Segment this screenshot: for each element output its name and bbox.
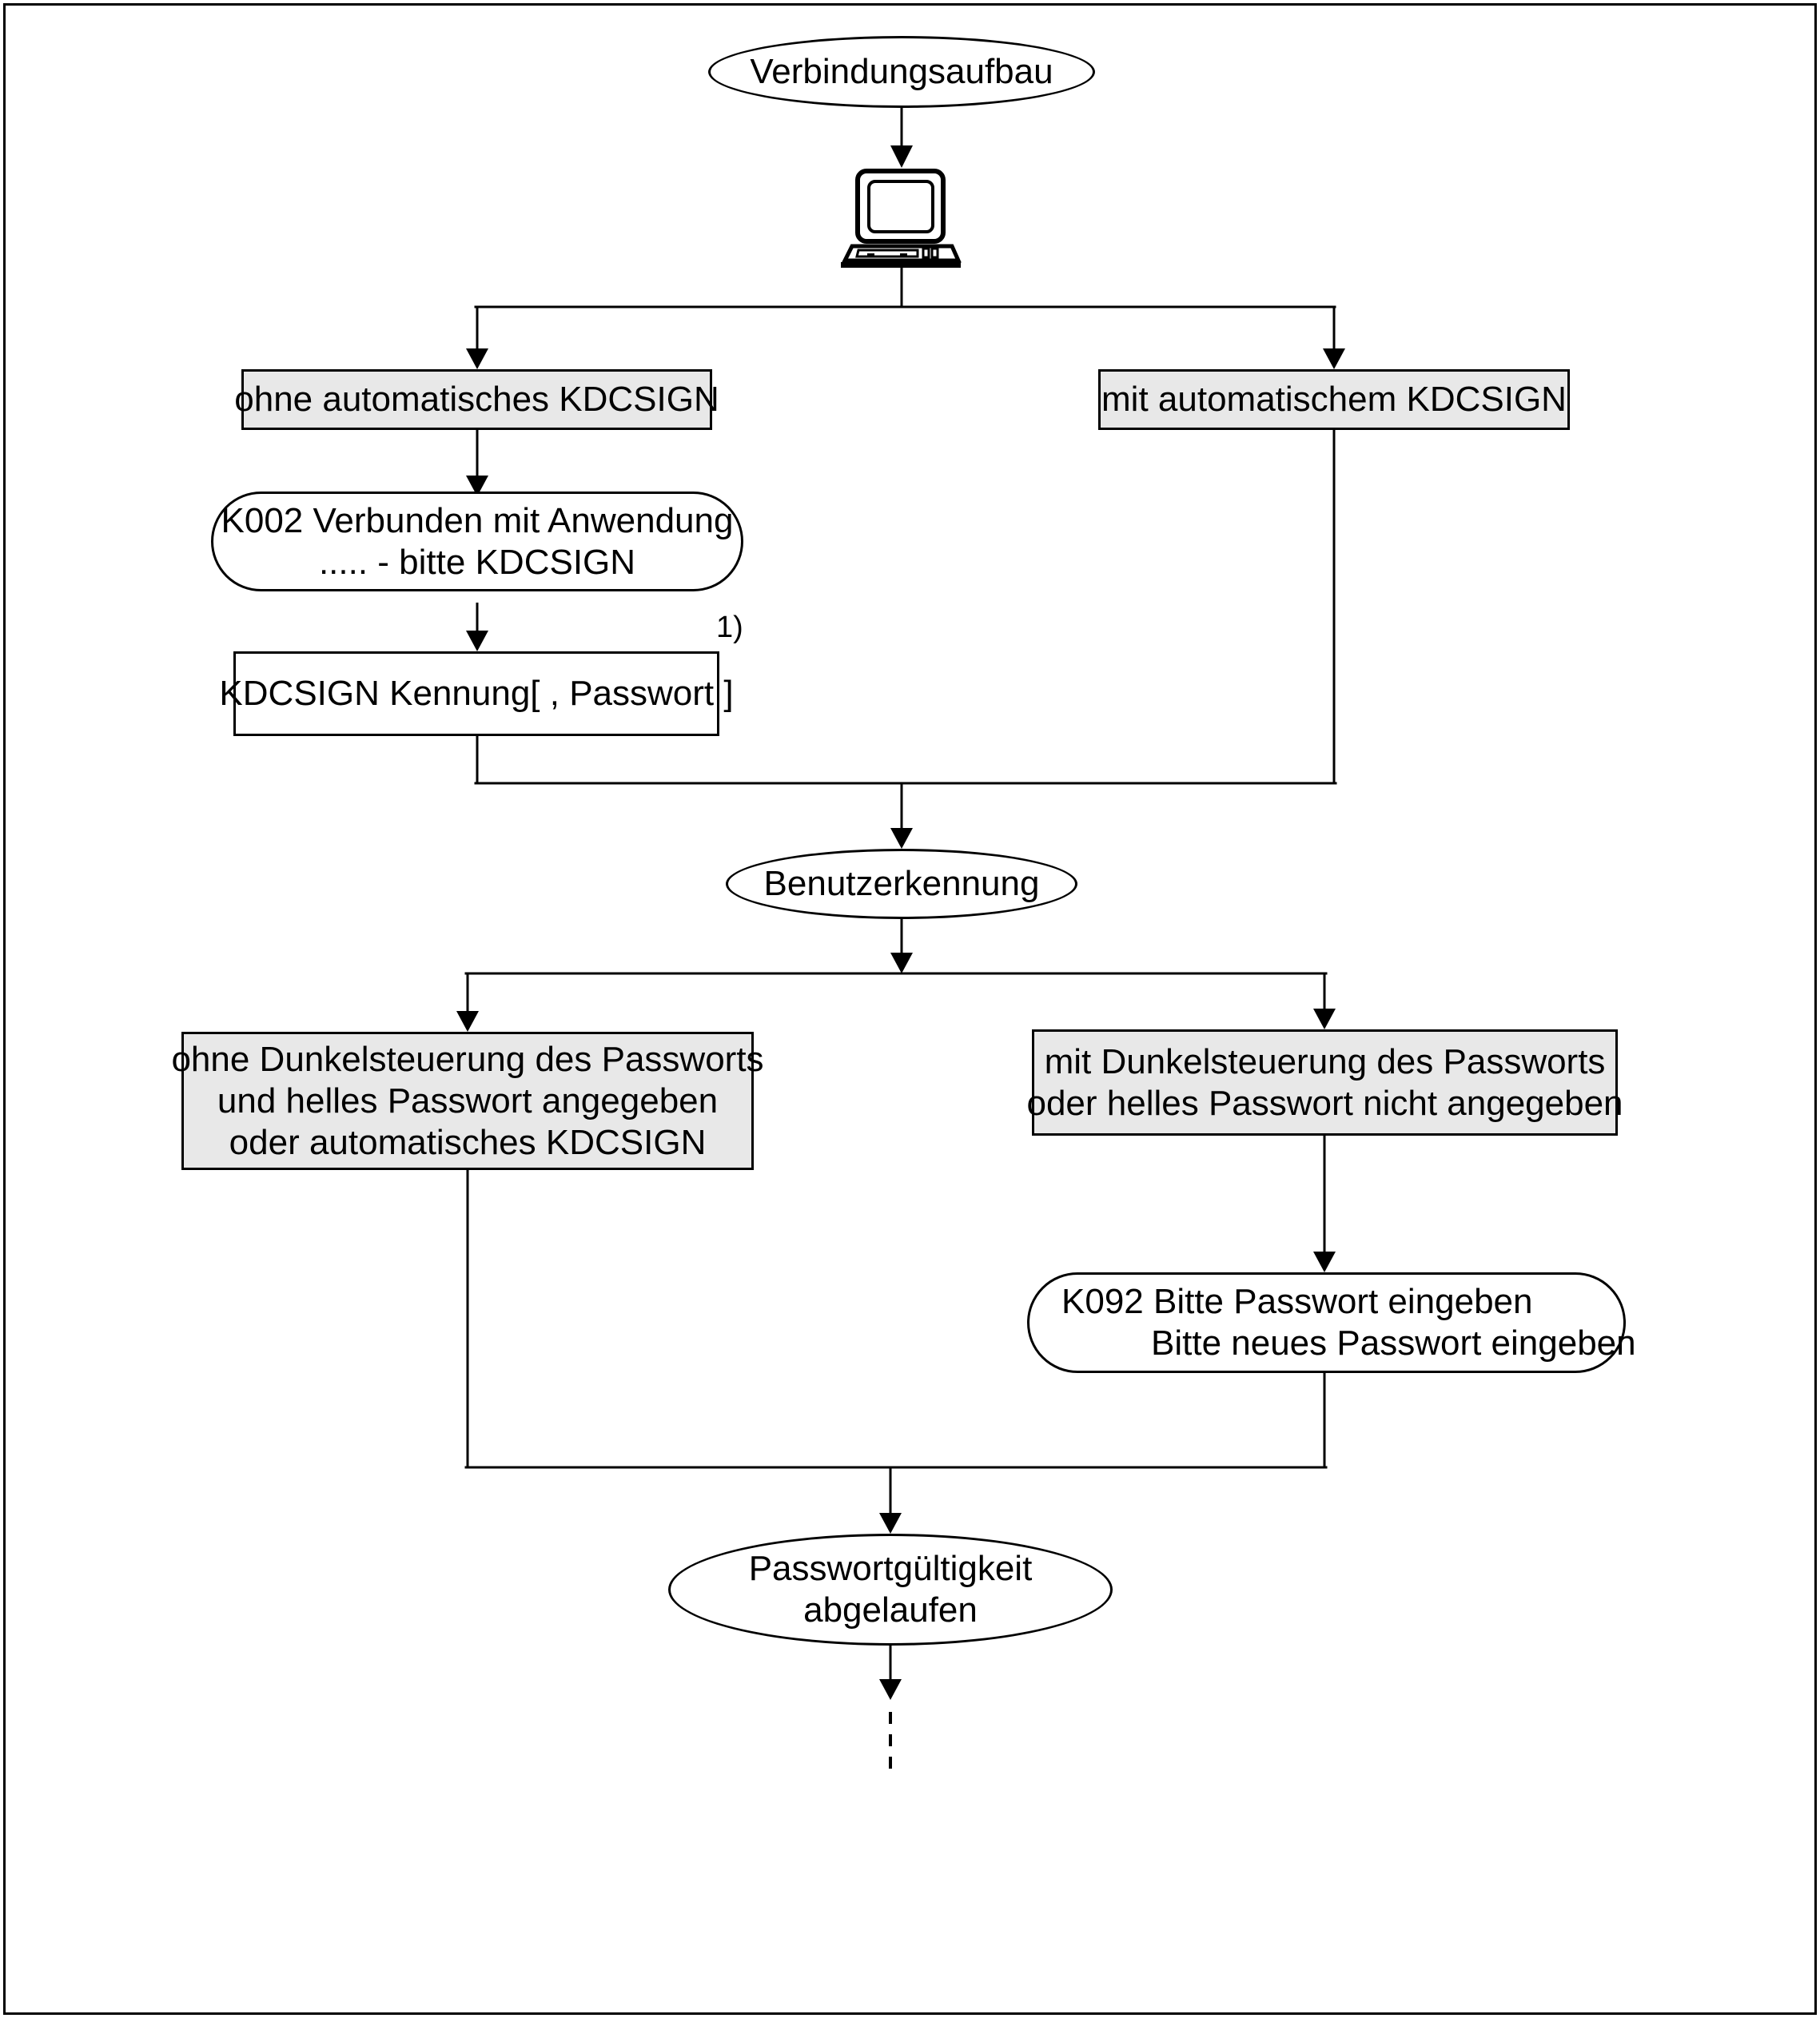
keyboard-notch-2 bbox=[900, 253, 907, 257]
no-dark-control-line2: und helles Passwort angegeben bbox=[217, 1081, 719, 1120]
k092-line2: Bitte neues Passwort eingeben bbox=[1151, 1323, 1636, 1363]
node-password-expired-ellipse: Passwortgültigkeit abgelaufen bbox=[668, 1534, 1113, 1646]
arrowhead-to-k092 bbox=[1313, 1252, 1336, 1272]
node-k092-message: K092 Bitte Passwort eingeben Bitte neues… bbox=[1027, 1272, 1636, 1373]
arrowhead-to-userid bbox=[890, 828, 913, 849]
password-expired-line1: Passwortgültigkeit bbox=[748, 1549, 1033, 1588]
footnote-marker: 1) bbox=[716, 611, 743, 644]
kdcsign-command-label: KDCSIGN Kennung[ , Passwort ] bbox=[219, 674, 734, 713]
node-branch-no-auto-kdcsign: ohne automatisches KDCSIGN bbox=[234, 369, 719, 430]
start-label: Verbindungsaufbau bbox=[750, 52, 1053, 91]
keyboard-key-bar-1 bbox=[922, 247, 930, 259]
password-expired-line2: abgelaufen bbox=[803, 1590, 978, 1630]
arrowhead-to-box3 bbox=[456, 1011, 479, 1032]
dark-control-line2: oder helles Passwort nicht angegeben bbox=[1026, 1083, 1623, 1123]
branch-no-auto-kdcsign-label: ohne automatisches KDCSIGN bbox=[234, 380, 719, 419]
dark-control-line1: mit Dunkelsteuerung des Passworts bbox=[1044, 1041, 1606, 1081]
monitor-screen bbox=[867, 180, 934, 233]
user-id-label: Benutzerkennung bbox=[763, 864, 1040, 903]
keyboard-notch-1 bbox=[867, 253, 874, 257]
keyboard-keys-strip bbox=[855, 249, 919, 258]
node-branch-no-dark-control: ohne Dunkelsteuerung des Passworts und h… bbox=[171, 1032, 764, 1170]
node-user-id-ellipse: Benutzerkennung bbox=[726, 849, 1077, 919]
keyboard-key-bar-2 bbox=[930, 247, 939, 259]
k092-line1: K092 Bitte Passwort eingeben bbox=[1061, 1282, 1533, 1321]
branch-auto-kdcsign-label: mit automatischem KDCSIGN bbox=[1101, 380, 1567, 419]
arrowhead-to-expired bbox=[879, 1513, 902, 1534]
arrowhead-to-branch2 bbox=[890, 953, 913, 973]
k002-line1: K002 Verbunden mit Anwendung bbox=[221, 500, 734, 540]
arrowhead-to-box2 bbox=[1323, 348, 1345, 369]
arrowhead-to-box4 bbox=[1313, 1009, 1336, 1029]
no-dark-control-line3: oder automatisches KDCSIGN bbox=[229, 1122, 707, 1162]
arrowhead-to-command bbox=[466, 631, 488, 651]
node-branch-auto-kdcsign: mit automatischem KDCSIGN bbox=[1098, 369, 1570, 430]
arrowhead-to-box1 bbox=[466, 348, 488, 369]
node-branch-dark-control: mit Dunkelsteuerung des Passworts oder h… bbox=[1026, 1029, 1623, 1136]
k002-line2: ..... - bitte KDCSIGN bbox=[318, 542, 636, 582]
node-k002-message: K002 Verbunden mit Anwendung ..... - bit… bbox=[211, 492, 743, 591]
arrowhead-to-k002 bbox=[466, 476, 488, 496]
computer-terminal-icon bbox=[841, 169, 962, 268]
no-dark-control-line1: ohne Dunkelsteuerung des Passworts bbox=[171, 1039, 764, 1079]
keyboard-base bbox=[841, 262, 961, 268]
node-kdcsign-command: KDCSIGN Kennung[ , Passwort ] bbox=[219, 651, 734, 736]
arrowhead-continuation bbox=[879, 1679, 902, 1700]
node-start-ellipse: Verbindungsaufbau bbox=[708, 36, 1095, 108]
arrowhead-to-terminal bbox=[890, 145, 913, 168]
